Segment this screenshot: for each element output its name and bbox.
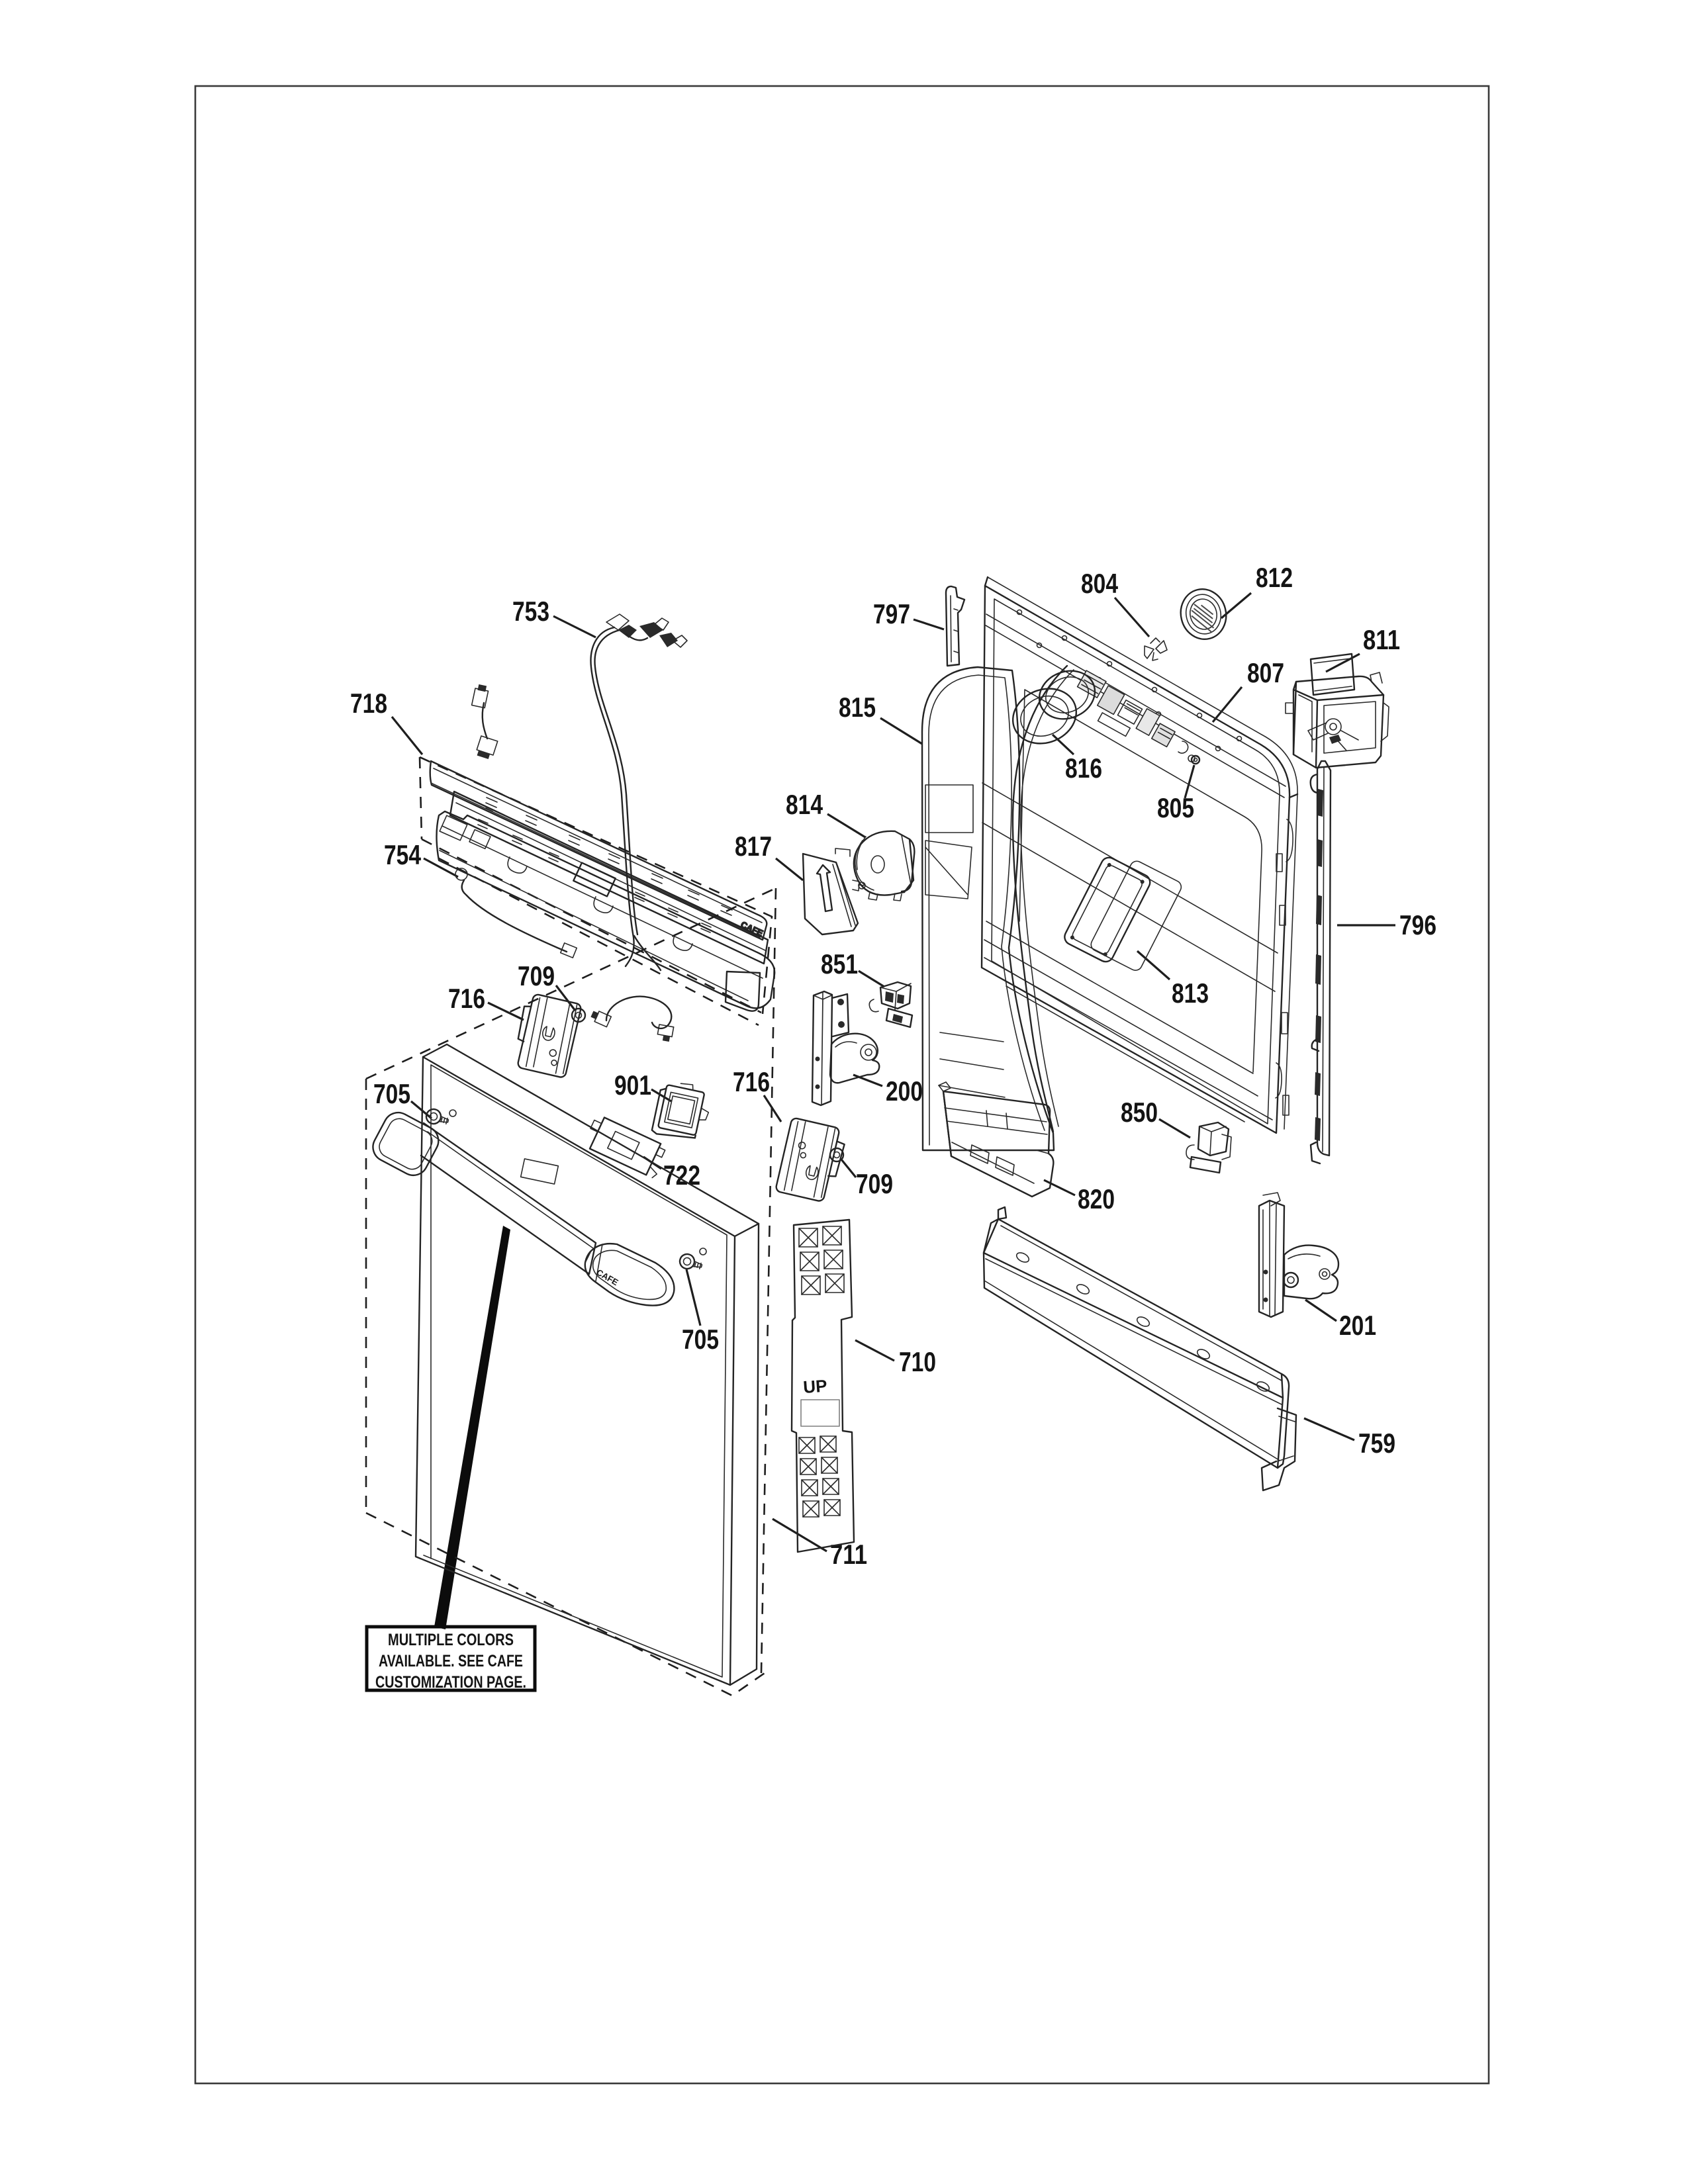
- svg-text:812: 812: [1256, 562, 1293, 593]
- svg-text:797: 797: [873, 598, 910, 629]
- svg-text:709: 709: [856, 1168, 893, 1199]
- svg-text:CUSTOMIZATION PAGE.: CUSTOMIZATION PAGE.: [375, 1673, 526, 1692]
- svg-text:UP: UP: [802, 1376, 827, 1397]
- svg-text:705: 705: [682, 1324, 719, 1355]
- svg-text:815: 815: [839, 692, 876, 723]
- svg-text:200: 200: [886, 1075, 923, 1107]
- svg-text:201: 201: [1339, 1310, 1376, 1341]
- svg-text:759: 759: [1358, 1428, 1395, 1459]
- svg-text:811: 811: [1363, 624, 1400, 655]
- svg-text:807: 807: [1247, 657, 1284, 688]
- svg-text:705: 705: [373, 1078, 410, 1109]
- svg-text:814: 814: [786, 789, 823, 820]
- svg-text:820: 820: [1078, 1183, 1115, 1214]
- svg-text:804: 804: [1081, 568, 1119, 599]
- svg-text:805: 805: [1157, 792, 1194, 823]
- svg-text:718: 718: [350, 688, 387, 719]
- svg-text:711: 711: [830, 1539, 867, 1570]
- svg-text:813: 813: [1172, 978, 1209, 1009]
- svg-text:816: 816: [1065, 752, 1102, 784]
- svg-text:754: 754: [384, 839, 422, 870]
- svg-text:722: 722: [663, 1160, 700, 1191]
- svg-text:817: 817: [735, 831, 772, 862]
- svg-text:MULTIPLE COLORS: MULTIPLE COLORS: [388, 1631, 514, 1649]
- svg-text:AVAILABLE. SEE CAFE: AVAILABLE. SEE CAFE: [379, 1652, 523, 1670]
- svg-text:710: 710: [899, 1346, 936, 1377]
- svg-text:850: 850: [1121, 1097, 1158, 1128]
- svg-text:851: 851: [821, 948, 858, 979]
- svg-text:753: 753: [512, 596, 549, 627]
- svg-text:709: 709: [518, 960, 555, 991]
- svg-text:901: 901: [614, 1069, 651, 1101]
- svg-text:716: 716: [448, 983, 485, 1014]
- svg-text:796: 796: [1399, 909, 1436, 940]
- svg-text:716: 716: [733, 1066, 770, 1097]
